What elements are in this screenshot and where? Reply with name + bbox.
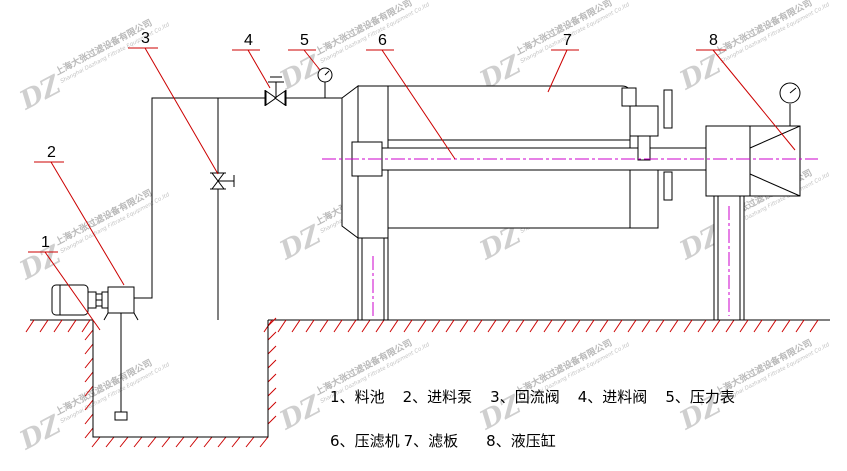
callout-3: 3 [141, 30, 150, 47]
callout-5: 5 [300, 32, 309, 49]
return-valve [210, 172, 235, 190]
callout-4: 4 [244, 32, 253, 49]
feed-pit [92, 320, 269, 438]
legend-item-7: 7、滤板 [403, 432, 459, 450]
callout-8: 8 [709, 32, 718, 49]
svg-text:Shanghai Dazhang Filtrate Equi: Shanghai Dazhang Filtrate Equipment Co.l… [720, 342, 831, 405]
svg-text:上海大张过滤设备有限公司: 上海大张过滤设备有限公司 [313, 0, 414, 58]
legend-item-6: 6、压滤机 [330, 432, 400, 450]
feed-pump [51, 284, 139, 421]
ground-hatching [25, 317, 819, 448]
centerlines [322, 158, 818, 316]
svg-text:上海大张过滤设备有限公司: 上海大张过滤设备有限公司 [713, 0, 814, 58]
svg-text:上海大张过滤设备有限公司: 上海大张过滤设备有限公司 [53, 17, 154, 78]
svg-text:Shanghai Dazhang Filtrate Equi: Shanghai Dazhang Filtrate Equipment Co.l… [320, 2, 431, 65]
svg-text:上海大张过滤设备有限公司: 上海大张过滤设备有限公司 [53, 357, 154, 418]
legend-item-5: 5、压力表 [665, 388, 735, 406]
callout-6: 6 [378, 32, 387, 49]
feed-pipe [134, 97, 342, 320]
feed-valve [264, 76, 287, 106]
legend-item-1: 1、料池 [330, 388, 385, 406]
legend-item-4: 4、进料阀 [577, 388, 648, 406]
callout-leaders [28, 47, 796, 331]
callout-1: 1 [41, 234, 50, 251]
svg-text:上海大张过滤设备有限公司: 上海大张过滤设备有限公司 [53, 187, 154, 248]
pressure-gauge-inlet [317, 67, 333, 98]
legend-item-2: 2、进料泵 [402, 388, 473, 406]
svg-text:上海大张过滤设备有限公司: 上海大张过滤设备有限公司 [513, 0, 614, 58]
svg-text:Shanghai Dazhang Filtrate Equi: Shanghai Dazhang Filtrate Equipment Co.l… [520, 2, 631, 65]
svg-text:Shanghai Dazhang Filtrate Equi: Shanghai Dazhang Filtrate Equipment Co.l… [60, 192, 171, 255]
legend-item-3: 3、回流阀 [490, 388, 560, 406]
svg-text:Shanghai Dazhang Filtrate Equi: Shanghai Dazhang Filtrate Equipment Co.l… [720, 2, 831, 65]
callout-2: 2 [47, 144, 56, 161]
callout-7: 7 [563, 32, 572, 49]
legend-item-8: 8、液压缸 [486, 432, 556, 450]
filter-press [341, 85, 715, 321]
callout-labels: 1 2 3 4 5 6 7 8 [41, 30, 718, 251]
svg-text:Shanghai Dazhang Filtrate Equi: Shanghai Dazhang Filtrate Equipment Co.l… [60, 22, 171, 85]
legend-row-1: 1、料池 2、进料泵 3、回流阀 4、进料阀 5、压力表 [330, 386, 735, 407]
